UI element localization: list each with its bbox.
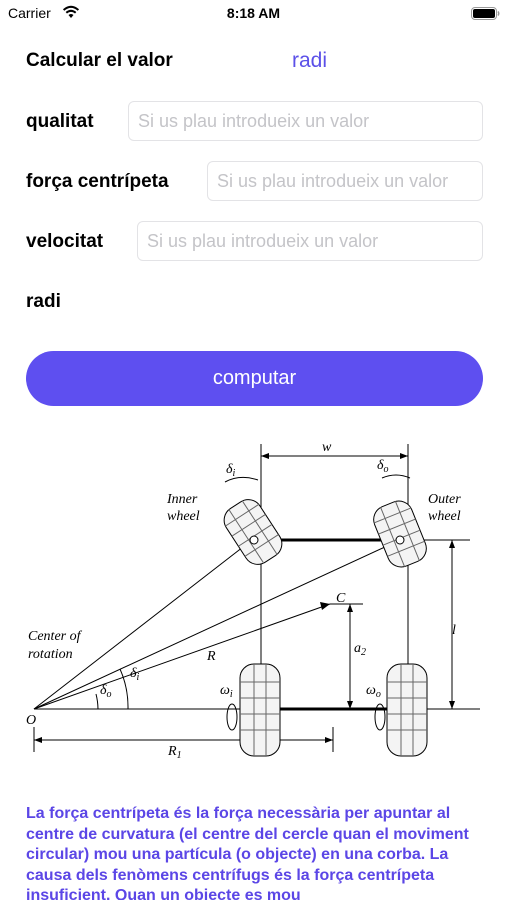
field-label-qualitat: qualitat bbox=[26, 111, 94, 132]
result-label-radi: radi bbox=[26, 291, 61, 312]
label-omega-o-sub: o bbox=[376, 689, 381, 700]
label-angle-i-sub: i bbox=[137, 672, 140, 683]
qualitat-input[interactable] bbox=[128, 101, 483, 141]
svg-text:δi: δi bbox=[226, 462, 236, 479]
label-delta-o-sub: o bbox=[384, 464, 389, 475]
svg-text:a2: a2 bbox=[354, 641, 366, 658]
forca-centripeta-input[interactable] bbox=[207, 161, 483, 201]
label-center-2: rotation bbox=[28, 647, 73, 662]
field-label-velocitat: velocitat bbox=[26, 231, 104, 252]
label-r: R bbox=[206, 649, 216, 664]
label-angle-o: δ bbox=[100, 683, 107, 698]
status-bar: Carrier 8:18 AM bbox=[0, 0, 507, 30]
label-delta-i: δ bbox=[226, 462, 233, 477]
label-delta-o: δ bbox=[377, 458, 384, 473]
calculate-value-selector[interactable]: radi bbox=[292, 49, 328, 72]
svg-text:δo: δo bbox=[377, 458, 389, 475]
label-a2: a bbox=[354, 641, 361, 656]
label-c: C bbox=[336, 591, 346, 606]
clock: 8:18 AM bbox=[226, 5, 281, 21]
battery-icon bbox=[471, 7, 500, 20]
label-angle-o-sub: o bbox=[107, 689, 112, 700]
description-text: La força centrípeta és la força necessàr… bbox=[26, 805, 469, 900]
label-delta-i-sub: i bbox=[233, 468, 236, 479]
velocitat-input[interactable] bbox=[137, 221, 483, 261]
label-outer-wheel-2: wheel bbox=[428, 509, 461, 524]
label-r1: R bbox=[167, 744, 177, 759]
label-a2-sub: 2 bbox=[361, 647, 366, 658]
svg-text:ωo: ωo bbox=[366, 683, 381, 700]
svg-text:ωi: ωi bbox=[220, 683, 233, 700]
label-center-1: Center of bbox=[28, 629, 83, 644]
calculate-value-label: Calcular el valor bbox=[26, 50, 173, 71]
label-angle-i: δ bbox=[130, 666, 137, 681]
label-l: l bbox=[452, 623, 456, 638]
carrier-label: Carrier bbox=[8, 5, 51, 21]
svg-text:δo: δo bbox=[100, 683, 112, 700]
label-outer-wheel-1: Outer bbox=[428, 492, 461, 507]
wifi-icon bbox=[62, 5, 80, 18]
label-o: O bbox=[26, 713, 36, 728]
compute-button[interactable]: computar bbox=[26, 351, 483, 406]
label-w: w bbox=[322, 440, 332, 455]
label-r1-sub: 1 bbox=[177, 750, 182, 761]
label-inner-wheel-2: wheel bbox=[167, 509, 200, 524]
label-omega-i: ω bbox=[220, 683, 230, 698]
label-omega-i-sub: i bbox=[230, 689, 233, 700]
label-inner-wheel-1: Inner bbox=[166, 492, 198, 507]
field-label-forca-centripeta: força centrípeta bbox=[26, 171, 169, 192]
svg-text:δi: δi bbox=[130, 666, 140, 683]
svg-text:R1: R1 bbox=[167, 744, 182, 761]
steering-geometry-diagram: w δi δo Inner wheel Outer wheel C l a2 C… bbox=[26, 440, 480, 761]
label-omega-o: ω bbox=[366, 683, 376, 698]
